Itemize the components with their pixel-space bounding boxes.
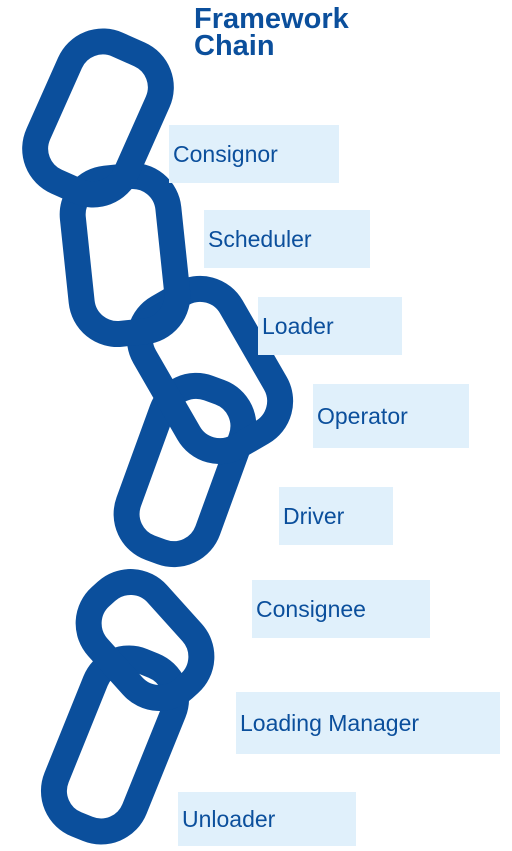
diagram-title: Framework Chain (194, 3, 349, 62)
label-unloader: Unloader (178, 792, 356, 846)
title-line-2: Chain (194, 30, 275, 62)
chain-link-8 (40, 645, 190, 845)
label-scheduler: Scheduler (204, 210, 370, 268)
label-loader: Loader (258, 297, 402, 355)
label-loading-manager: Loading Manager (236, 692, 500, 754)
label-consignee: Consignee (252, 580, 430, 638)
label-driver: Driver (279, 487, 393, 545)
chain-link-7 (75, 569, 215, 711)
label-operator: Operator (313, 384, 469, 448)
chain-link-1 (22, 28, 174, 208)
label-consignor: Consignor (169, 125, 339, 183)
chain-link-6 (113, 372, 257, 568)
title-line-1: Framework (194, 3, 349, 35)
